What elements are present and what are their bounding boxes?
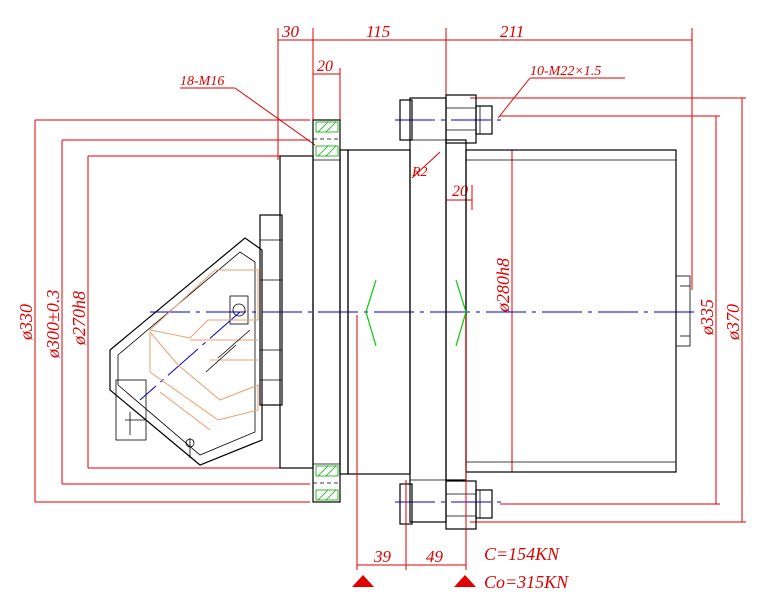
hatch-top-2 (315, 145, 339, 157)
dim-211: 211 (500, 22, 524, 41)
gearbox-housing (347, 97, 691, 523)
bearing-markers (365, 279, 467, 347)
dim-20-ring: 20 (452, 183, 468, 200)
dim-49: 49 (426, 547, 444, 566)
load-rating-c: C=154KN (484, 544, 560, 564)
dim-d300: ø300±0.3 (43, 290, 63, 359)
left-diameter-dims: ø330 ø300±0.3 ø270h8 (16, 119, 310, 503)
right-diameter-dims: ø370 ø335 ø280h8 (470, 97, 746, 523)
dim-30: 30 (281, 22, 300, 41)
dim-d335: ø335 (697, 299, 717, 336)
bolt-bottom (399, 480, 493, 530)
bottom-dimensions: 39 49 (352, 315, 476, 587)
hatch-top-1 (315, 121, 339, 133)
annotations: 18-M16 10-M22×1.5 R2 (180, 64, 625, 180)
dim-d370: ø370 (723, 304, 743, 341)
hatch-bot-1 (315, 465, 339, 477)
dim-39: 39 (373, 547, 392, 566)
label-r2: R2 (411, 165, 428, 180)
label-10-m22: 10-M22×1.5 (530, 64, 601, 79)
load-point-marker-2 (454, 575, 476, 587)
dim-d270: ø270h8 (69, 291, 89, 346)
hatch-bot-2 (315, 489, 339, 501)
dim-d330: ø330 (16, 304, 36, 341)
load-point-marker-1 (352, 575, 374, 587)
label-18-m16: 18-M16 (180, 74, 224, 89)
dim-20-flange: 20 (317, 58, 333, 75)
load-rating-co: Co=315KN (484, 572, 569, 592)
dim-115: 115 (366, 22, 390, 41)
mounting-flange (279, 119, 349, 503)
dim-d280: ø280h8 (493, 258, 513, 313)
motor-axis (139, 311, 241, 401)
bolt-top (399, 94, 493, 144)
top-dimensions: 30 115 211 20 20 (277, 22, 693, 290)
hydraulic-motor (109, 214, 283, 466)
